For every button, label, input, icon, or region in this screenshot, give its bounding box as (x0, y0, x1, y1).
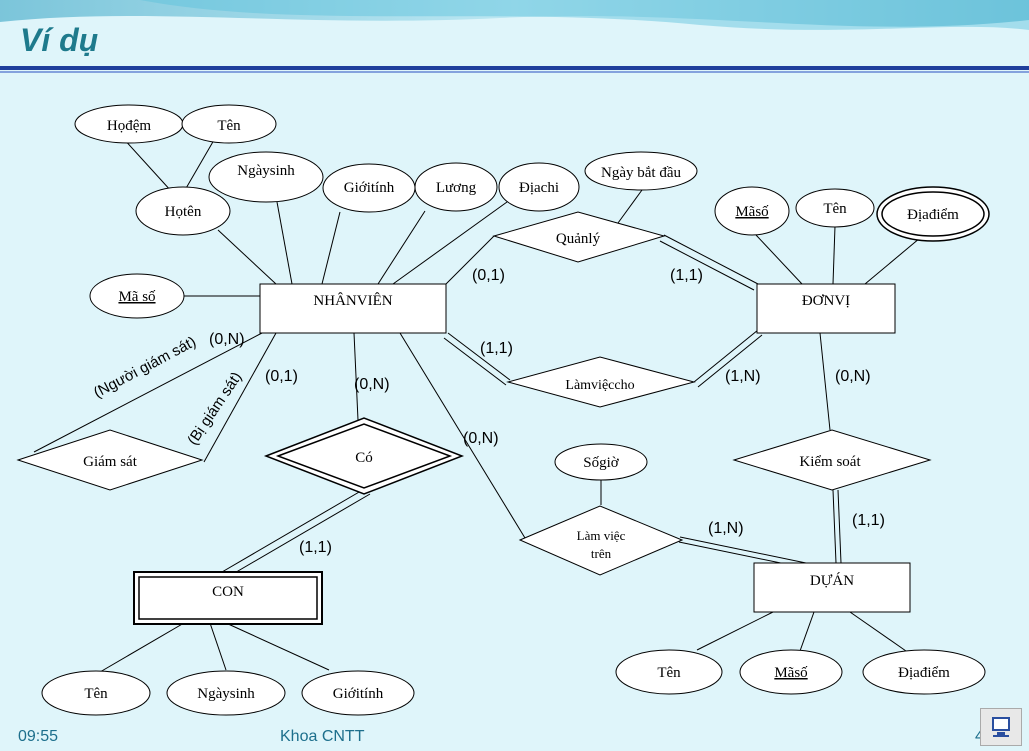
attr-ngaysinh-nv: Ngàysinh (237, 163, 295, 179)
card-nv-lamviecho: (1,1) (480, 340, 513, 357)
svg-text:Quảnlý: Quảnlý (556, 231, 601, 247)
attr-diachi: Địachi (519, 180, 559, 196)
slide-navigation-button[interactable] (980, 708, 1022, 746)
attr-hodem: Họđệm (107, 118, 151, 134)
weak-entity-con: CON (133, 571, 323, 625)
relationship-quanly: Quảnlý (492, 211, 666, 263)
relationship-lamviecho: Làmviệccho (506, 356, 696, 408)
attr-gioitinh-nv: Giớitính (344, 180, 395, 196)
svg-text:Có: Có (355, 450, 373, 466)
attr-maso-da: Mãsố (774, 665, 808, 681)
attr-luong: Lương (436, 180, 477, 196)
card-nv-co: (0,N) (354, 376, 390, 393)
monitor-icon (992, 717, 1010, 737)
relationship-giamsat: Giám sát (16, 429, 204, 491)
entity-duan: DỰÁN (753, 562, 911, 613)
svg-text:DỰÁN: DỰÁN (810, 572, 854, 589)
card-dv-quanly: (1,1) (670, 267, 703, 284)
card-nguoi-giam-sat: (0,N) (209, 331, 245, 348)
role-bi-giam-sat: (Bị giám sát) (184, 369, 245, 448)
role-nguoi-giam-sat: (Người giám sát) (91, 333, 199, 401)
card-bi-giam-sat: (0,1) (265, 368, 298, 385)
card-da-kiemsoat: (1,1) (852, 512, 885, 529)
attr-ngaysinh-con: Ngàysinh (197, 686, 255, 702)
relationship-lamviectren: Làm việc trên (518, 505, 684, 576)
slide-title: Ví dụ (20, 22, 99, 58)
card-dv-kiemsoat: (0,N) (835, 368, 871, 385)
attr-diadiem-da: Địađiểm (898, 665, 950, 681)
card-dv-lamviecho: (1,N) (725, 368, 761, 385)
attr-diadiem-dv: Địađiểm (907, 207, 959, 223)
svg-text:ĐƠNVỊ: ĐƠNVỊ (802, 293, 850, 309)
attr-ten-da: Tên (657, 665, 681, 681)
attr-maso-nv: Mã số (118, 289, 156, 305)
svg-text:CON: CON (212, 584, 244, 600)
attribute-labels: Họđệm Tên Họtên Ngàysinh Giớitính Lương … (84, 118, 959, 702)
card-da-lamviectren: (1,N) (708, 520, 744, 537)
relationship-kiemsoat: Kiểm soát (732, 429, 932, 491)
svg-text:Giám sát: Giám sát (83, 454, 138, 470)
footer-center: Khoa CNTT (280, 728, 365, 745)
svg-text:trên: trên (591, 546, 612, 561)
svg-text:Kiểm soát: Kiểm soát (799, 454, 861, 470)
attribute-ellipses (41, 104, 986, 716)
attr-hoten: Họtên (165, 204, 202, 220)
attr-gioitinh-con: Giớitính (333, 686, 384, 702)
svg-text:NHÂNVIÊN: NHÂNVIÊN (313, 292, 392, 309)
attr-ten-dv: Tên (823, 201, 847, 217)
entity-nhanvien: NHÂNVIÊN (259, 283, 447, 334)
attr-ten-con: Tên (84, 686, 108, 702)
multivalued-attribute-diadiem (876, 186, 990, 242)
double-lines (221, 234, 842, 579)
cardinality-labels: (0,1) (1,1) (1,1) (1,N) (0,N) (0,1) (0,N… (209, 267, 885, 556)
footer-page-number: 4 (975, 728, 984, 746)
attr-sogio: Sốgiờ (583, 455, 620, 471)
card-con-co: (1,1) (299, 539, 332, 556)
attr-ten-nv: Tên (217, 118, 241, 134)
connector-lines (33, 136, 921, 673)
identifying-relationship-co: Có (263, 417, 465, 495)
card-nv-quanly: (0,1) (472, 267, 505, 284)
header-decoration (0, 0, 1029, 73)
attr-ngaybatdau: Ngày bắt đầu (601, 165, 681, 181)
attr-maso-dv: Mãsố (735, 204, 769, 220)
entity-donvi: ĐƠNVỊ (756, 283, 896, 334)
svg-text:Làmviệccho: Làmviệccho (565, 378, 634, 393)
card-nv-lamviectren: (0,N) (463, 430, 499, 447)
footer-time: 09:55 (18, 728, 59, 745)
svg-text:Làm việc: Làm việc (577, 528, 626, 543)
